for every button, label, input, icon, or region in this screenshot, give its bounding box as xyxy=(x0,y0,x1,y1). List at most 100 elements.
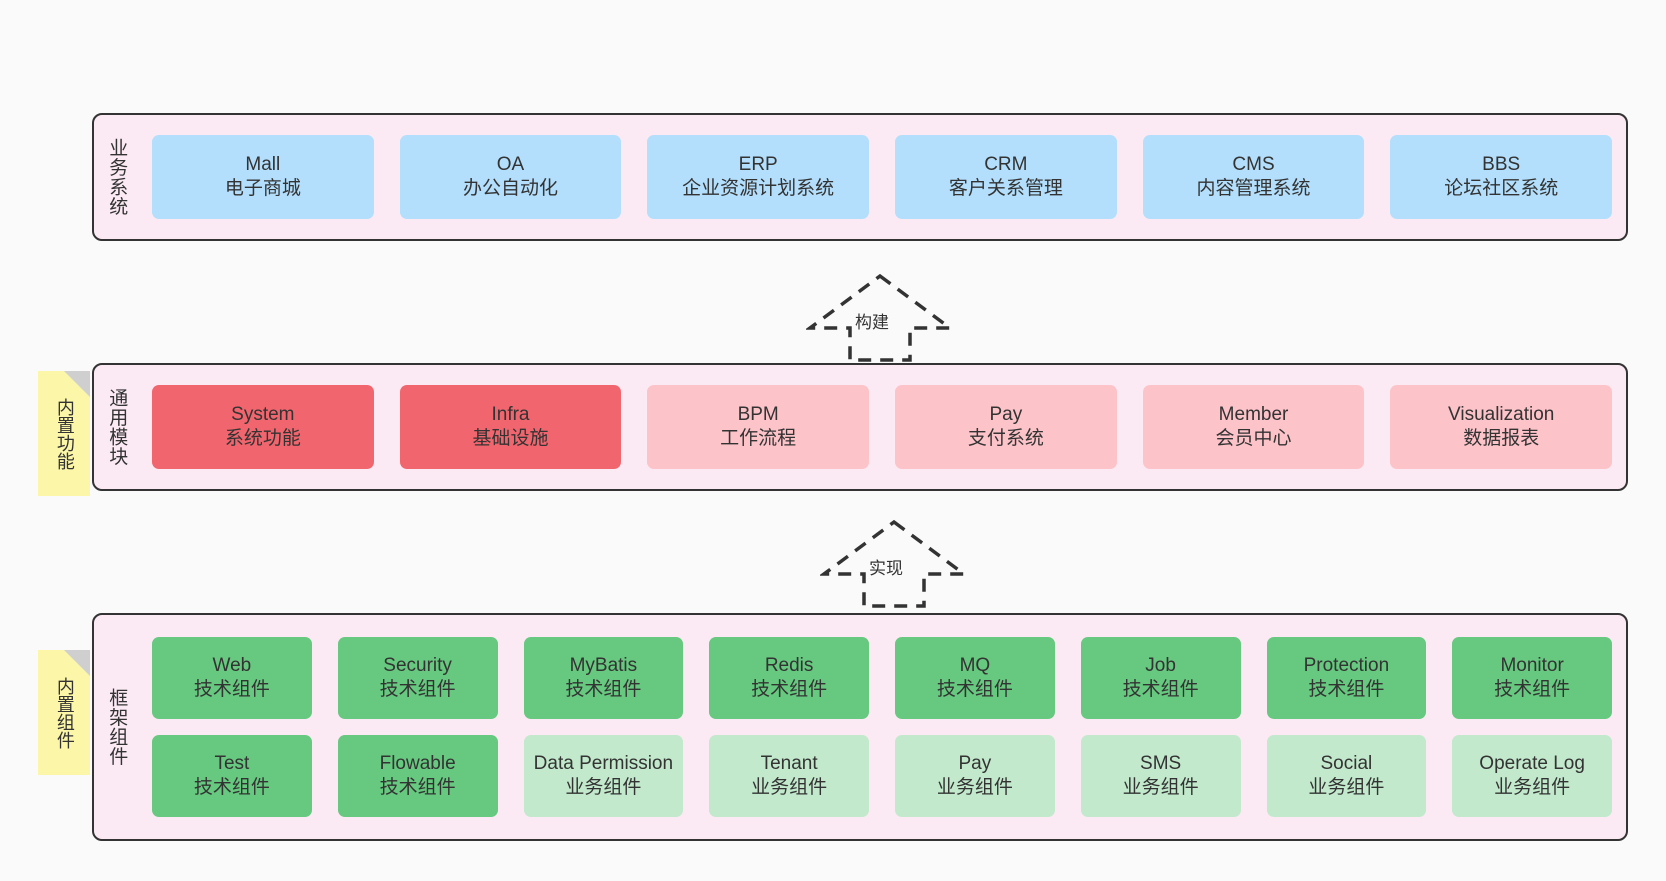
business-systems-title: 业务系统 xyxy=(106,138,128,216)
common-modules-title: 通用模块 xyxy=(106,388,128,466)
framework-components-title: 框架组件 xyxy=(106,688,128,766)
card-subtitle: 技术组件 xyxy=(193,777,270,798)
sticky-note-builtin-components: 内置组件 xyxy=(38,650,90,775)
card-subtitle: 论坛社区系统 xyxy=(1444,178,1559,199)
card-subtitle: 业务组件 xyxy=(565,777,642,798)
business-systems-body: Mall 电子商城 OA 办公自动化 ERP 企业资源计划系统 CRM 客户关系… xyxy=(138,115,1626,239)
connector-build-arrow xyxy=(806,272,954,362)
component-card-tenant[interactable]: Tenant 业务组件 xyxy=(709,735,869,817)
card-title: Redis xyxy=(764,654,814,676)
component-card-social[interactable]: Social 业务组件 xyxy=(1266,735,1427,817)
card-subtitle: 电子商城 xyxy=(224,178,301,199)
card-title: Member xyxy=(1218,403,1289,425)
module-card-visualization[interactable]: Visualization 数据报表 xyxy=(1390,385,1613,469)
framework-tech-row: Web 技术组件 Security 技术组件 MyBatis 技术组件 Redi… xyxy=(152,637,1612,719)
card-subtitle: 技术组件 xyxy=(193,679,270,700)
card-subtitle: 技术组件 xyxy=(751,679,828,700)
card-title: Web xyxy=(212,654,252,676)
sticky-label: 内置组件 xyxy=(54,676,75,749)
component-card-monitor[interactable]: Monitor 技术组件 xyxy=(1452,637,1612,719)
framework-components-body: Web 技术组件 Security 技术组件 MyBatis 技术组件 Redi… xyxy=(138,615,1626,839)
card-subtitle: 办公自动化 xyxy=(463,178,559,199)
framework-business-row: Test 技术组件 Flowable 技术组件 Data Permission … xyxy=(152,735,1612,817)
business-systems-row: Mall 电子商城 OA 办公自动化 ERP 企业资源计划系统 CRM 客户关系… xyxy=(152,135,1613,219)
card-title: CMS xyxy=(1232,153,1275,175)
connector-implement-label: 实现 xyxy=(866,554,906,579)
card-title: OA xyxy=(496,153,525,175)
component-card-protection[interactable]: Protection 技术组件 xyxy=(1266,637,1427,719)
card-title: Flowable xyxy=(379,752,456,774)
card-subtitle: 企业资源计划系统 xyxy=(682,178,835,199)
card-title: Visualization xyxy=(1448,403,1555,425)
component-card-mybatis[interactable]: MyBatis 技术组件 xyxy=(523,637,684,719)
card-subtitle: 业务组件 xyxy=(936,777,1013,798)
sticky-note-builtin-features: 内置功能 xyxy=(38,371,90,496)
card-title: Job xyxy=(1145,654,1176,676)
card-subtitle: 工作流程 xyxy=(720,428,797,449)
module-card-pay[interactable]: Pay 支付系统 xyxy=(895,385,1117,469)
card-subtitle: 技术组件 xyxy=(1494,679,1571,700)
common-modules-section: 通用模块 System 系统功能 Infra 基础设施 BPM 工作流程 Pay… xyxy=(92,363,1628,491)
card-subtitle: 技术组件 xyxy=(379,777,456,798)
component-card-web[interactable]: Web 技术组件 xyxy=(152,637,312,719)
card-title: Pay xyxy=(989,403,1023,425)
module-card-system[interactable]: System 系统功能 xyxy=(152,385,374,469)
card-subtitle: 技术组件 xyxy=(379,679,456,700)
card-subtitle: 技术组件 xyxy=(1122,679,1199,700)
card-subtitle: 技术组件 xyxy=(1308,679,1385,700)
card-subtitle: 业务组件 xyxy=(1308,777,1385,798)
card-subtitle: 客户关系管理 xyxy=(948,178,1063,199)
connector-implement-arrow xyxy=(820,518,968,608)
card-subtitle: 技术组件 xyxy=(565,679,642,700)
business-card-cms[interactable]: CMS 内容管理系统 xyxy=(1142,135,1365,219)
card-subtitle: 会员中心 xyxy=(1215,428,1292,449)
card-title: Pay xyxy=(958,752,992,774)
component-card-mq[interactable]: MQ 技术组件 xyxy=(895,637,1055,719)
sticky-fold-corner xyxy=(64,650,90,676)
business-card-bbs[interactable]: BBS 论坛社区系统 xyxy=(1390,135,1613,219)
business-card-erp[interactable]: ERP 企业资源计划系统 xyxy=(647,135,870,219)
component-card-flowable[interactable]: Flowable 技术组件 xyxy=(337,735,498,817)
card-title: Tenant xyxy=(760,752,818,774)
card-title: Monitor xyxy=(1500,654,1564,676)
card-subtitle: 内容管理系统 xyxy=(1196,178,1311,199)
card-title: Protection xyxy=(1303,654,1390,676)
business-systems-section: 业务系统 Mall 电子商城 OA 办公自动化 ERP 企业资源计划系统 CRM… xyxy=(92,113,1628,241)
card-subtitle: 支付系统 xyxy=(967,428,1044,449)
module-card-member[interactable]: Member 会员中心 xyxy=(1142,385,1365,469)
component-card-operate-log[interactable]: Operate Log 业务组件 xyxy=(1452,735,1612,817)
sticky-fold-corner xyxy=(64,371,90,397)
card-subtitle: 业务组件 xyxy=(1122,777,1199,798)
business-card-oa[interactable]: OA 办公自动化 xyxy=(399,135,622,219)
card-title: System xyxy=(231,403,295,425)
card-title: BPM xyxy=(737,403,779,425)
component-card-pay[interactable]: Pay 业务组件 xyxy=(895,735,1055,817)
component-card-redis[interactable]: Redis 技术组件 xyxy=(709,637,869,719)
component-card-job[interactable]: Job 技术组件 xyxy=(1080,637,1241,719)
card-title: MyBatis xyxy=(569,654,638,676)
card-title: Data Permission xyxy=(533,752,674,774)
component-card-test[interactable]: Test 技术组件 xyxy=(152,735,312,817)
component-card-sms[interactable]: SMS 业务组件 xyxy=(1080,735,1241,817)
card-title: Mall xyxy=(245,153,281,175)
module-card-bpm[interactable]: BPM 工作流程 xyxy=(647,385,870,469)
card-title: Social xyxy=(1320,752,1373,774)
card-subtitle: 数据报表 xyxy=(1463,428,1540,449)
common-modules-body: System 系统功能 Infra 基础设施 BPM 工作流程 Pay 支付系统… xyxy=(138,365,1626,489)
module-card-infra[interactable]: Infra 基础设施 xyxy=(399,385,622,469)
component-card-data-permission[interactable]: Data Permission 业务组件 xyxy=(523,735,684,817)
card-title: Security xyxy=(383,654,452,676)
business-card-mall[interactable]: Mall 电子商城 xyxy=(152,135,374,219)
card-title: Infra xyxy=(491,403,530,425)
card-title: SMS xyxy=(1140,752,1182,774)
component-card-security[interactable]: Security 技术组件 xyxy=(337,637,498,719)
card-title: ERP xyxy=(738,153,778,175)
card-subtitle: 基础设施 xyxy=(472,428,549,449)
business-card-crm[interactable]: CRM 客户关系管理 xyxy=(895,135,1117,219)
card-title: MQ xyxy=(959,654,991,676)
card-title: Test xyxy=(214,752,250,774)
sticky-label: 内置功能 xyxy=(54,397,75,470)
card-subtitle: 业务组件 xyxy=(1494,777,1571,798)
card-subtitle: 系统功能 xyxy=(224,428,301,449)
card-subtitle: 业务组件 xyxy=(751,777,828,798)
